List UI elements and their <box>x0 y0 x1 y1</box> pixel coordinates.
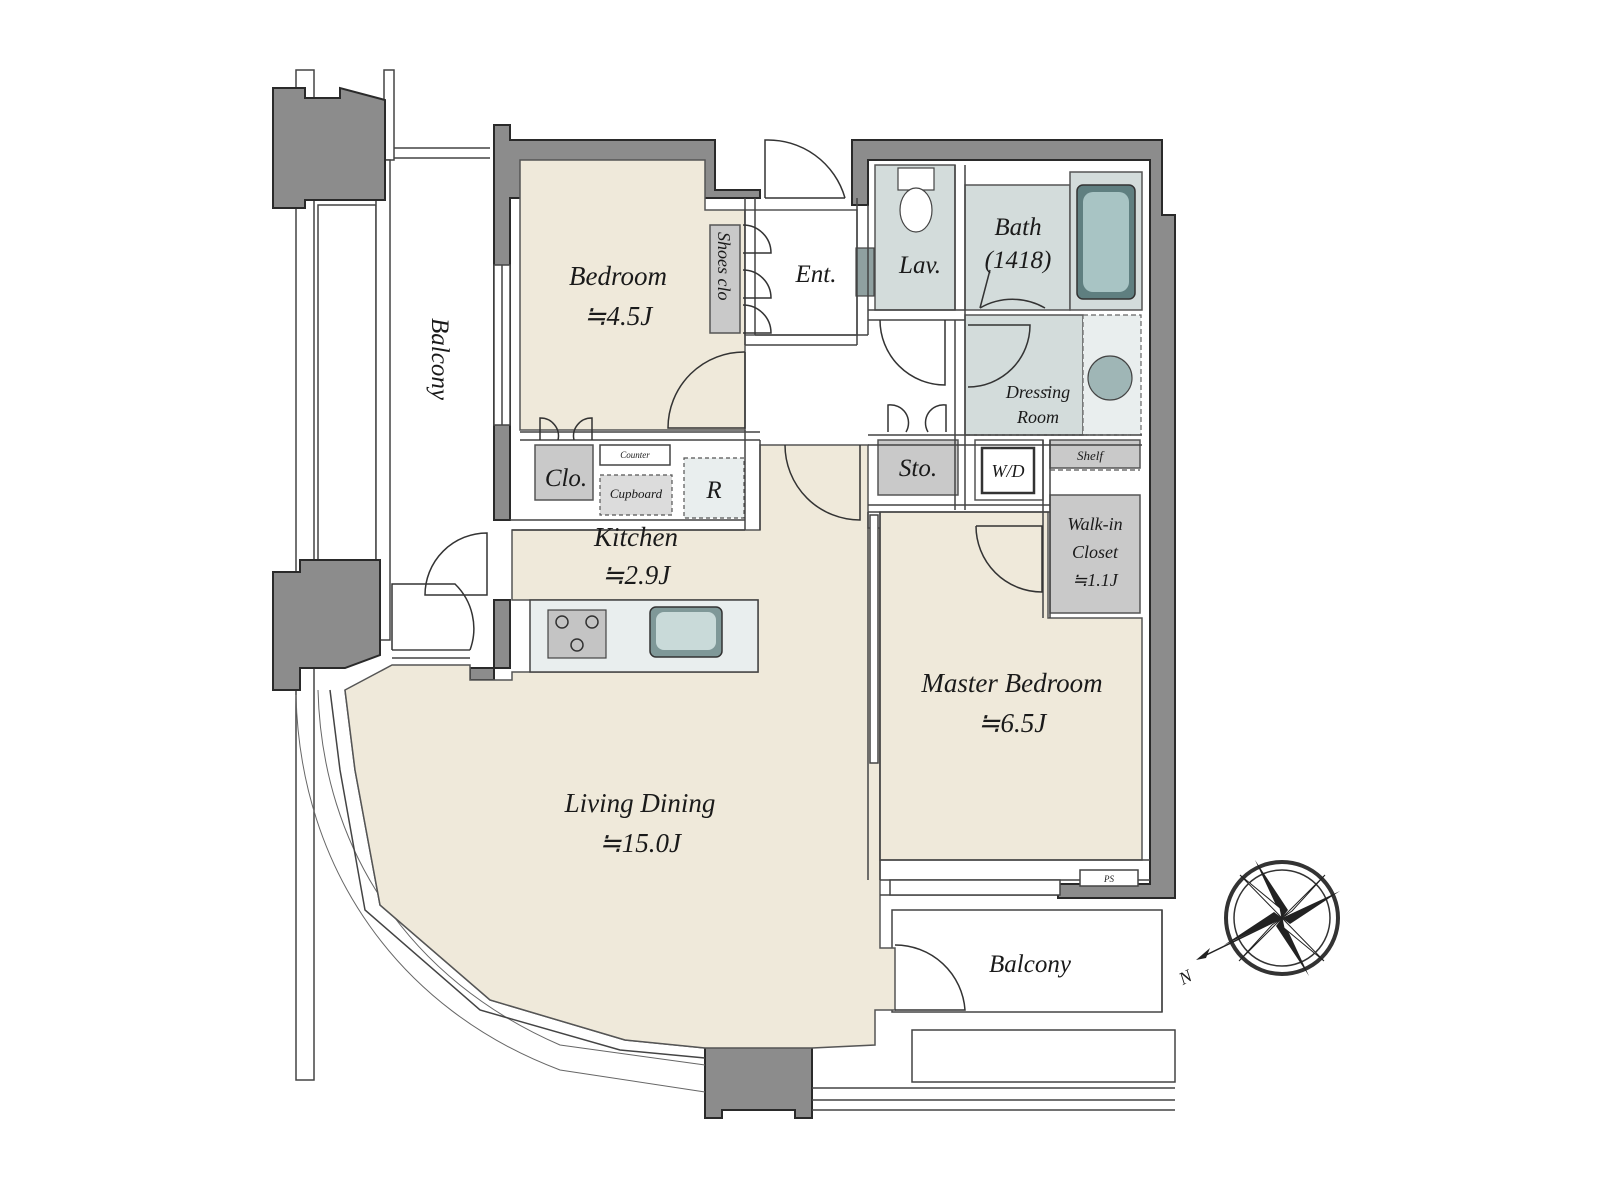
dressing-room-label-2: Room <box>1016 407 1059 427</box>
master-sliding-door <box>869 514 879 764</box>
bath-label: Bath <box>994 214 1041 241</box>
compass-north-label: N <box>1174 965 1196 989</box>
pipe-space-label: PS <box>1103 874 1114 884</box>
west-balcony-label: Balcony <box>426 318 453 401</box>
shoes-closet-area <box>709 224 741 334</box>
counter-label: Counter <box>620 450 650 460</box>
bedroom-door <box>667 351 746 429</box>
storage-doors <box>887 404 947 433</box>
shoes-closet-label: Shoes clo <box>714 232 734 300</box>
storage-label: Sto. <box>899 455 937 482</box>
south-balcony <box>891 909 1176 1083</box>
south-balcony-label: Balcony <box>989 951 1072 978</box>
washer-dryer-label: W/D <box>992 461 1025 481</box>
kitchen-door <box>784 444 861 521</box>
kitchen-area: ≒2.9J <box>602 560 672 590</box>
sink-lav-icon <box>855 247 875 297</box>
west-balcony <box>295 69 490 1081</box>
pipe-space-box <box>1079 869 1139 887</box>
column-west <box>272 559 381 691</box>
closet-doors <box>539 417 593 441</box>
stove-icon <box>547 609 607 659</box>
walk-in-closet-area: ≒1.1J <box>1072 570 1119 590</box>
master-bedroom-label: Master Bedroom <box>920 668 1102 698</box>
utility-door <box>391 532 488 651</box>
counter-box <box>599 444 671 466</box>
entrance-label: Ent. <box>795 261 837 288</box>
shelf-label: Shelf <box>1077 448 1105 463</box>
dressing-door <box>967 324 1031 388</box>
storage-area <box>877 439 959 496</box>
bath-door <box>979 269 1046 309</box>
master-bedroom-area: ≒6.5J <box>978 708 1048 738</box>
sink-icon <box>649 606 723 658</box>
walk-in-door <box>975 525 1043 593</box>
toilet-icon <box>897 167 935 233</box>
dressing-room-label-1: Dressing <box>1005 382 1070 402</box>
column-northwest <box>272 86 386 209</box>
exterior-wall-kitchen <box>469 599 511 681</box>
living-dining-label: Living Dining <box>564 788 716 818</box>
bedroom-area: ≒4.5J <box>584 301 654 331</box>
shoes-closet-doors <box>742 224 772 334</box>
master-south-window <box>889 879 1061 896</box>
bedroom-window <box>493 264 511 426</box>
kitchen-label: Kitchen <box>593 522 678 552</box>
cupboard-label: Cupboard <box>610 486 663 501</box>
washer-dryer-box <box>980 446 1036 495</box>
bedroom-label: Bedroom <box>569 261 667 291</box>
fridge-box <box>683 457 745 519</box>
walk-in-closet-area <box>1049 494 1141 614</box>
lavatory-label: Lav. <box>898 252 941 279</box>
lav-door <box>879 319 946 386</box>
entrance-door <box>764 139 846 199</box>
living-dining-area: ≒15.0J <box>599 828 683 858</box>
walk-in-closet-label-2: Closet <box>1072 542 1119 562</box>
wash-basin-icon <box>1087 355 1133 401</box>
cupboard-box <box>599 474 673 516</box>
compass-rose-icon <box>1196 860 1340 976</box>
closet-label: Clo. <box>545 465 587 492</box>
balcony-door <box>894 944 966 1011</box>
lavatory-area <box>874 164 956 311</box>
refrigerator-label: R <box>705 477 721 504</box>
walk-in-closet-label-1: Walk-in <box>1067 514 1122 534</box>
bathtub-icon <box>1076 184 1136 300</box>
bath-size: (1418) <box>985 247 1052 274</box>
closet-area <box>534 444 594 501</box>
